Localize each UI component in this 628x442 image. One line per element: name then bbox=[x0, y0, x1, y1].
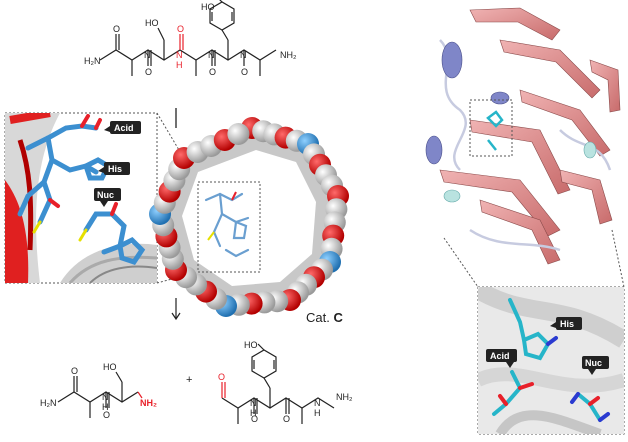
callout-acid-right: Acid bbox=[486, 349, 517, 368]
product-left bbox=[57, 371, 143, 418]
label-n: N bbox=[208, 50, 215, 60]
svg-text:NH₂: NH₂ bbox=[140, 398, 157, 408]
svg-text:HO: HO bbox=[244, 340, 258, 350]
label-ho: HO bbox=[145, 18, 159, 28]
catalyst-atom bbox=[227, 123, 250, 145]
label-o: O bbox=[209, 67, 216, 77]
label-o: O bbox=[177, 24, 184, 34]
right-active-site-inset: His Acid Nuc bbox=[477, 286, 625, 435]
svg-text:O: O bbox=[71, 366, 78, 376]
svg-text:H₂N: H₂N bbox=[40, 398, 57, 408]
svg-text:Acid: Acid bbox=[490, 351, 510, 361]
svg-text:NH₂: NH₂ bbox=[336, 392, 353, 402]
svg-text:O: O bbox=[251, 414, 258, 424]
label-o: O bbox=[113, 24, 120, 34]
cyclic-catalyst-model bbox=[149, 117, 349, 317]
svg-text:H: H bbox=[102, 402, 109, 412]
catalyst-label: Cat. C bbox=[306, 310, 343, 325]
label-h2n: H₂N bbox=[84, 56, 101, 66]
svg-text:O: O bbox=[283, 414, 290, 424]
label-nh2: NH₂ bbox=[280, 50, 297, 60]
zoom-line bbox=[611, 229, 625, 288]
svg-text:Cat. C: Cat. C bbox=[306, 310, 343, 325]
svg-text:N: N bbox=[314, 398, 321, 408]
svg-text:N: N bbox=[250, 398, 257, 408]
zoom-line bbox=[443, 237, 479, 288]
zoom-line bbox=[156, 112, 199, 183]
svg-text:Nuc: Nuc bbox=[585, 358, 602, 368]
product-right-labels: HO O O O N H N H NH₂ bbox=[218, 340, 353, 424]
svg-text:Acid: Acid bbox=[114, 123, 134, 133]
callout-his-right: His bbox=[550, 317, 582, 330]
reaction-arrow-bottom bbox=[171, 298, 181, 321]
enzyme-ribbon-structure bbox=[425, 7, 621, 265]
label-n: N bbox=[240, 50, 247, 60]
callout-his: His bbox=[98, 162, 130, 175]
svg-text:N: N bbox=[102, 392, 109, 402]
substrate-peptide-labels: H₂N O O O O O HO HO N N H N N NH₂ bbox=[84, 2, 297, 77]
left-active-site-inset: Acid His Nuc bbox=[4, 112, 158, 284]
label-n: N bbox=[176, 50, 183, 60]
label-h: H bbox=[176, 60, 183, 70]
svg-text:HO: HO bbox=[103, 362, 117, 372]
svg-text:His: His bbox=[560, 319, 574, 329]
svg-text:H: H bbox=[250, 408, 257, 418]
product-right bbox=[221, 343, 335, 424]
svg-text:O: O bbox=[103, 410, 110, 420]
callout-nuc: Nuc bbox=[94, 188, 121, 207]
label-n: N bbox=[144, 50, 151, 60]
svg-text:O: O bbox=[218, 372, 225, 382]
svg-text:H: H bbox=[314, 408, 321, 418]
product-left-labels: H₂N O O N H HO NH₂ bbox=[40, 362, 157, 420]
callout-acid: Acid bbox=[104, 121, 141, 134]
plus-sign: + bbox=[186, 374, 192, 386]
substrate-peptide bbox=[99, 0, 277, 76]
label-ho: HO bbox=[201, 2, 215, 12]
label-o: O bbox=[145, 67, 152, 77]
callout-nuc-right: Nuc bbox=[582, 356, 609, 375]
svg-text:Nuc: Nuc bbox=[97, 190, 114, 200]
label-o: O bbox=[241, 67, 248, 77]
svg-text:His: His bbox=[108, 164, 122, 174]
